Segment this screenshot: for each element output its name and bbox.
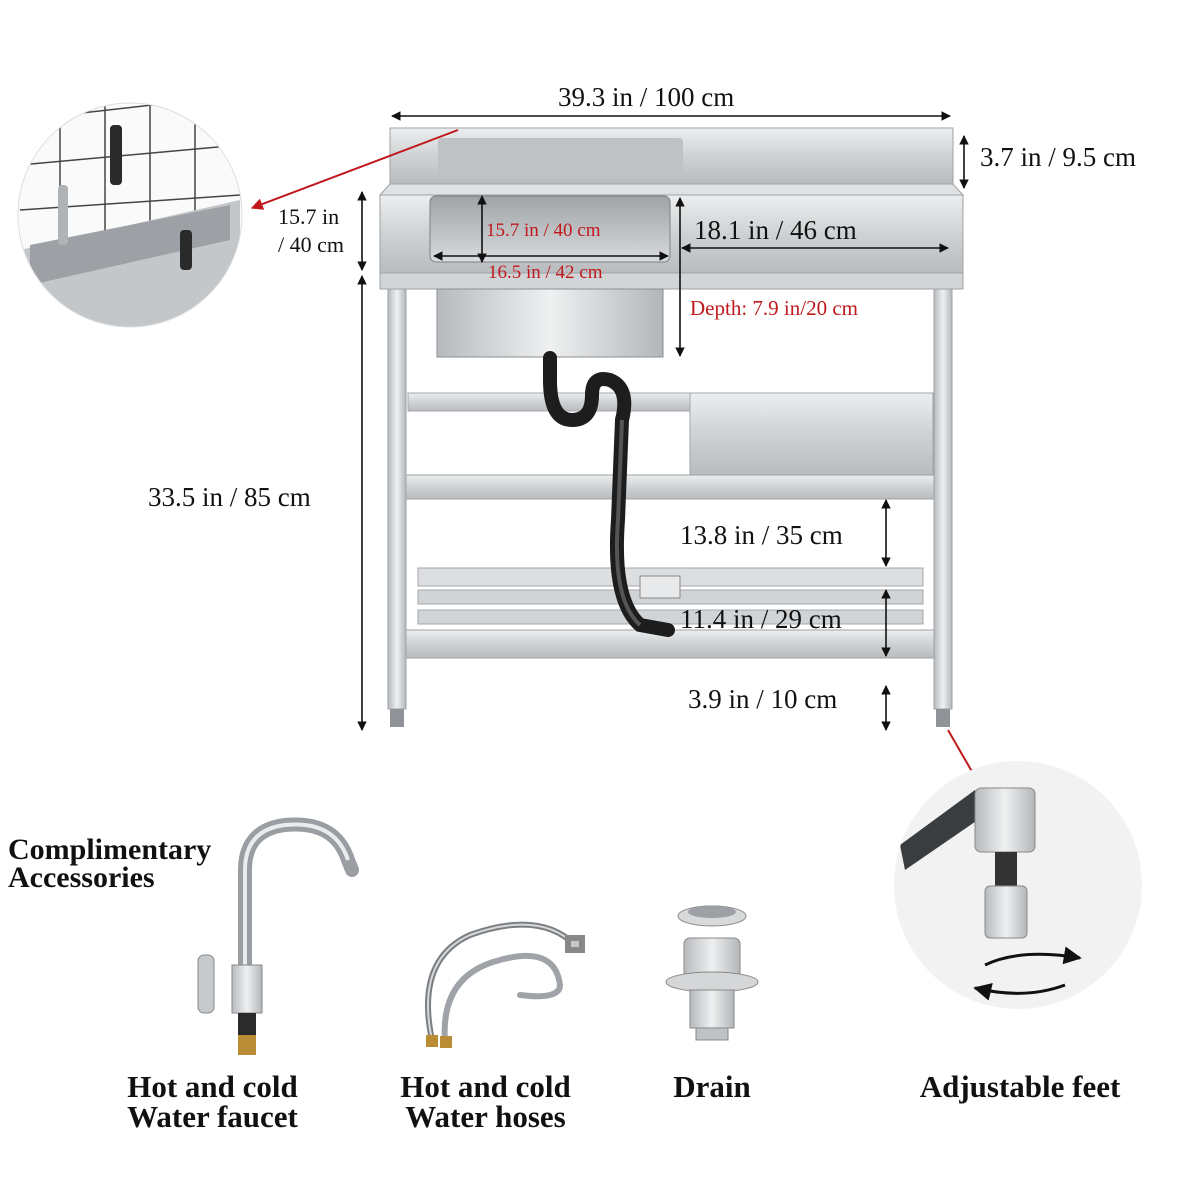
drain-pipe [543,351,681,637]
accessory-drain-label: Drain [642,1069,782,1104]
accessories-heading-line1: Complimentary [8,833,212,866]
accessory-faucet-line1: Hot and cold [127,1069,298,1104]
backsplash-detail-circle [17,102,243,328]
leg-height-label: 3.9 in / 10 cm [688,684,838,714]
lower-shelf-height-label: 11.4 in / 29 cm [680,604,842,634]
accessory-feet-label: Adjustable feet [890,1069,1150,1104]
shelf-gap-label: 13.8 in / 35 cm [680,520,843,550]
faucet-icon [197,817,359,1055]
drain-icon [665,905,759,1041]
upper-frame [405,392,935,500]
accessory-drain-line1: Drain [673,1069,751,1104]
total-width-label: 39.3 in / 100 cm [558,82,735,112]
accessory-faucet-label: Hot and cold Water faucet [100,1069,325,1134]
accessory-hoses-label: Hot and cold Water hoses [373,1069,598,1134]
backsplash-height-label: 3.7 in / 9.5 cm [980,142,1136,172]
table-depth-label-line1: 15.7 in [278,204,340,229]
dimension-lines [357,111,969,731]
accessory-hoses-line1: Hot and cold [400,1069,571,1104]
accessories-heading-line2: Accessories [8,861,155,894]
lower-shelf [405,567,935,659]
drainboard-width-label: 18.1 in / 46 cm [694,215,857,245]
hoses-icon [425,921,585,1048]
accessory-feet-line1: Adjustable feet [919,1069,1121,1104]
bowl-length-label: 16.5 in / 42 cm [488,262,603,283]
sink-bowl [429,195,671,358]
accessory-hoses-line2: Water hoses [405,1099,566,1134]
legs [387,288,953,727]
total-height-label: 33.5 in / 85 cm [148,482,311,512]
adjustable-foot-detail-circle [894,761,1142,1009]
table-depth-label-line2: / 40 cm [278,232,344,257]
countertop [378,183,965,290]
accessories-heading: Complimentary Accessories [8,833,212,894]
accessory-faucet-line2: Water faucet [127,1099,298,1134]
backsplash [389,127,954,185]
bowl-width-label: 15.7 in / 40 cm [486,220,601,241]
bowl-depth-label: Depth: 7.9 in/20 cm [690,296,858,320]
